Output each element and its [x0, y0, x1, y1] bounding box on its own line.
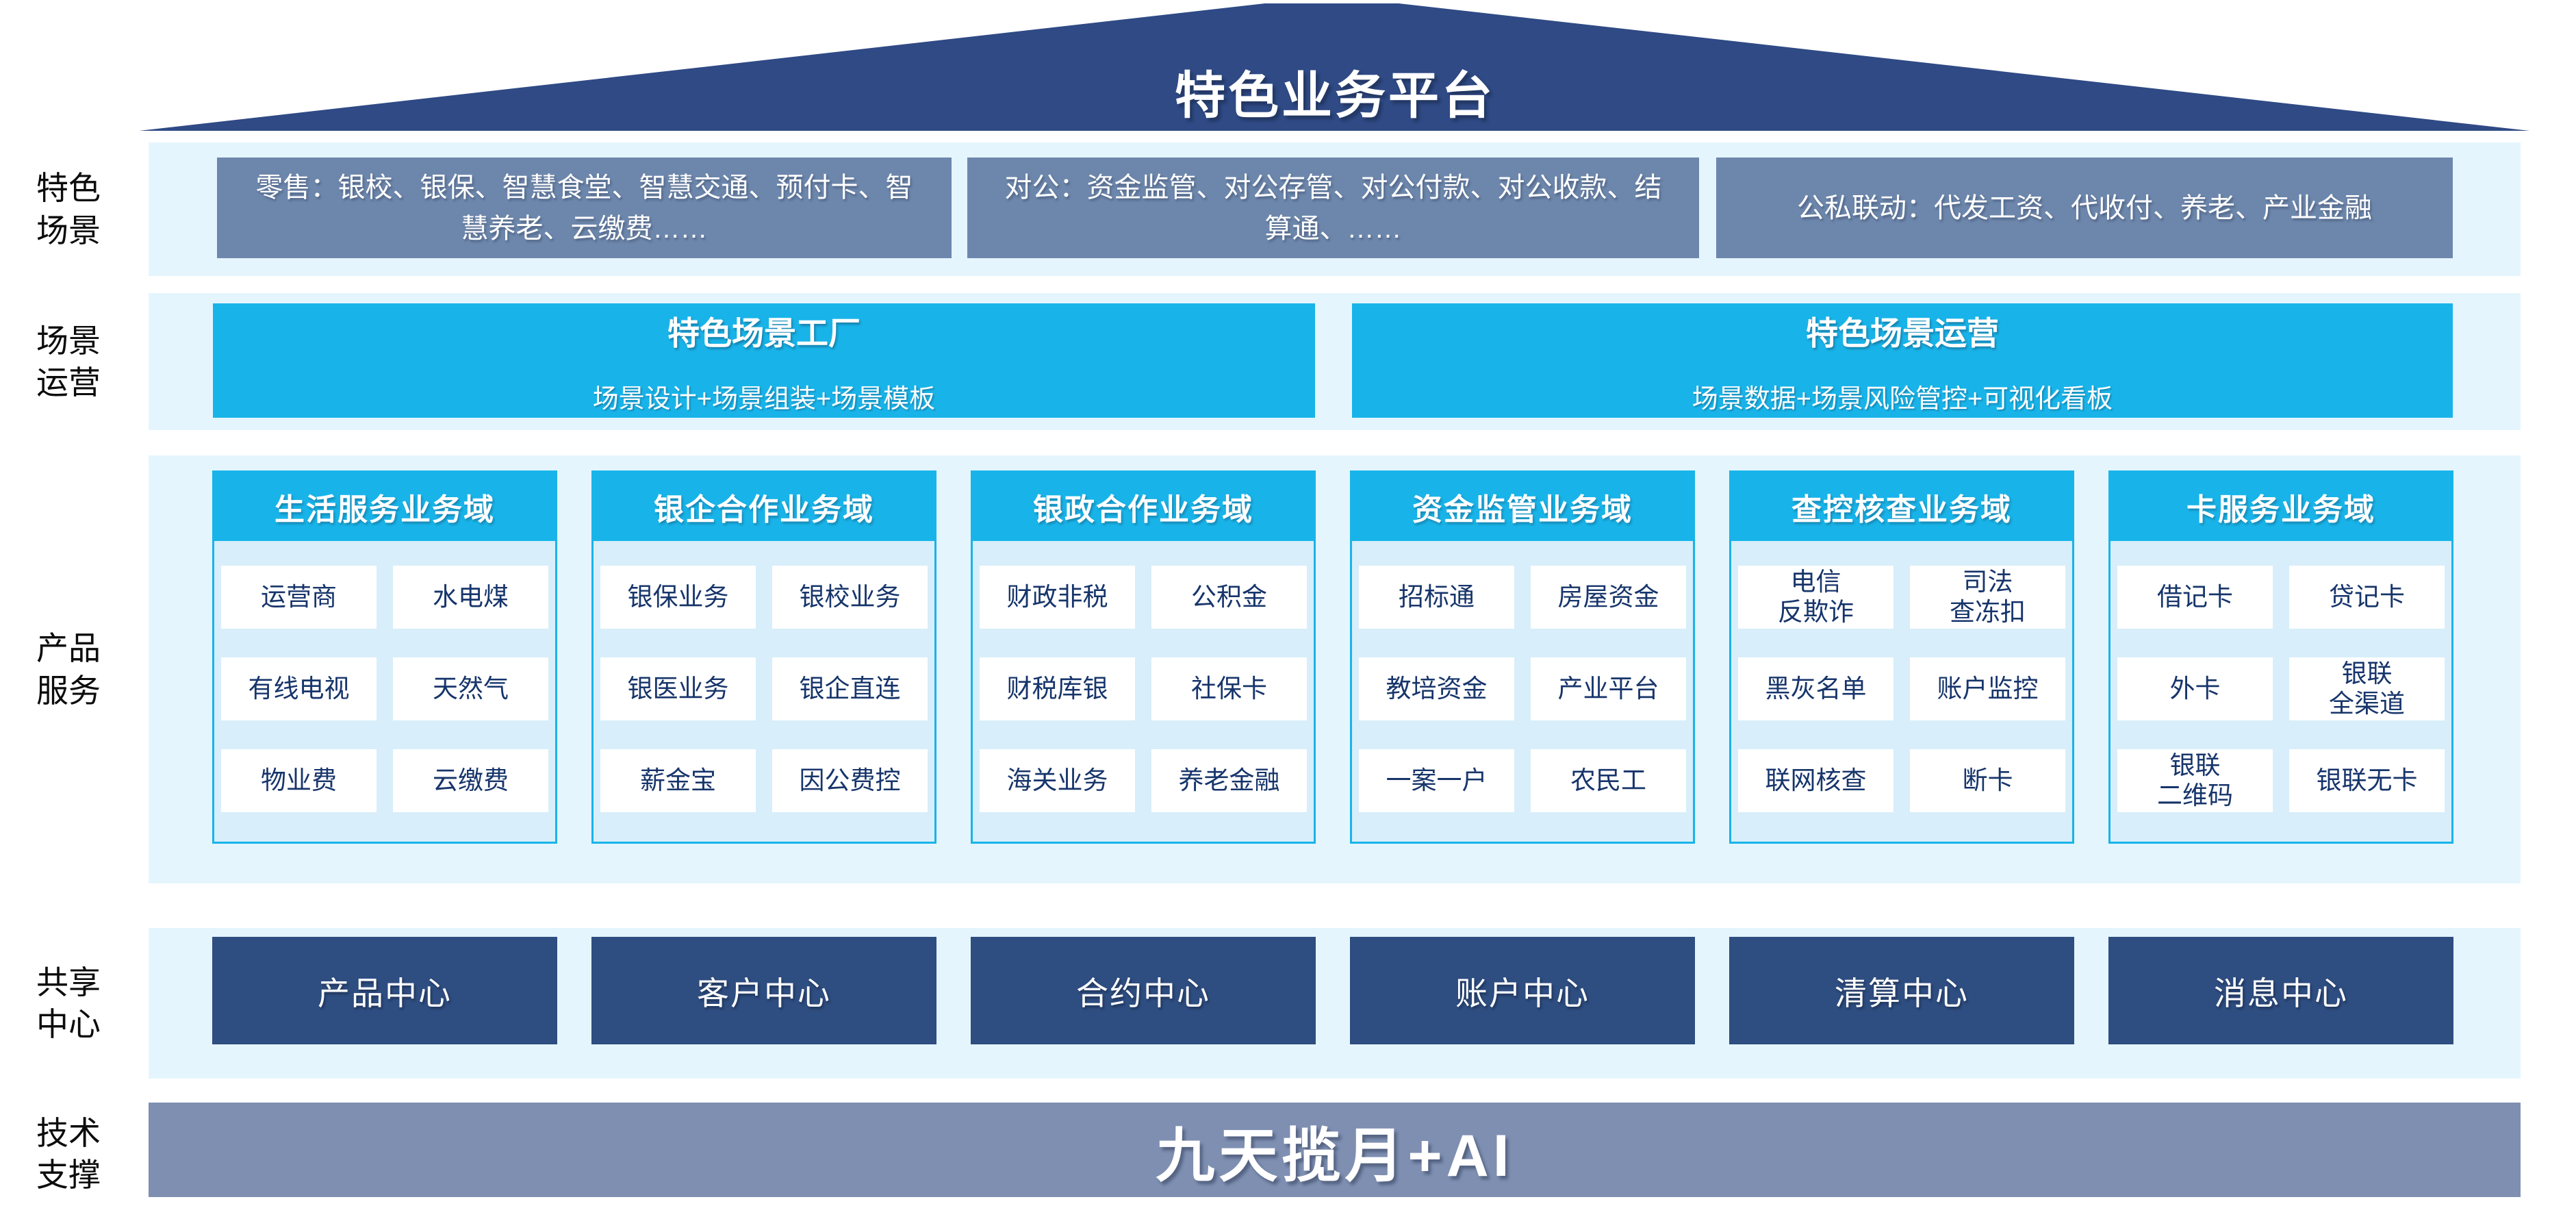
- domain-panel-life-services: 生活服务业务域 运营商 水电煤 有线电视 天然气 物业费 云缴费: [212, 470, 557, 844]
- domain-item: 一案一户: [1359, 749, 1514, 812]
- domain-item: 运营商: [221, 566, 377, 629]
- domain-item: 银校业务: [772, 566, 928, 629]
- domain-item: 招标通: [1359, 566, 1514, 629]
- domain-item: 银联 全渠道: [2289, 657, 2445, 720]
- domain-item: 司法 查冻扣: [1910, 566, 2065, 629]
- domain-item: 有线电视: [221, 657, 377, 720]
- domain-item: 因公费控: [772, 749, 928, 812]
- center-box-clearing: 清算中心: [1729, 937, 2074, 1044]
- domain-header: 银政合作业务域: [973, 473, 1314, 541]
- domain-item: 财税库银: [980, 657, 1135, 720]
- domain-item-grid: 运营商 水电煤 有线电视 天然气 物业费 云缴费: [214, 541, 555, 837]
- domain-item: 黑灰名单: [1738, 657, 1893, 720]
- band-shared: 产品中心 客户中心 合约中心 账户中心 清算中心 消息中心: [149, 928, 2521, 1079]
- scene-box-corporate: 对公：资金监管、对公存管、对公付款、对公收款、结算通、……: [967, 158, 1699, 258]
- scenario-factory-subtitle: 场景设计+场景组装+场景模板: [592, 384, 936, 414]
- domain-item: 公积金: [1151, 566, 1307, 629]
- domain-panel-inquiry-control: 查控核查业务域 电信 反欺诈 司法 查冻扣 黑灰名单 账户监控 联网核查 断卡: [1729, 470, 2074, 844]
- center-box-contract: 合约中心: [971, 937, 1316, 1044]
- row-label-scenes: 特色 场景: [36, 170, 101, 249]
- domain-item: 教培资金: [1359, 657, 1514, 720]
- domain-item: 银联无卡: [2289, 749, 2445, 812]
- domain-item: 房屋资金: [1531, 566, 1686, 629]
- domain-item: 外卡: [2117, 657, 2273, 720]
- center-box-product: 产品中心: [212, 937, 557, 1044]
- domain-item: 银保业务: [600, 566, 756, 629]
- scenario-operation-box: 特色场景运营 场景数据+场景风险管控+可视化看板: [1352, 303, 2453, 418]
- domain-item: 银联 二维码: [2117, 749, 2273, 812]
- domain-item: 产业平台: [1531, 657, 1686, 720]
- scene-box-public-private-linkage: 公私联动：代发工资、代收付、养老、产业金融: [1716, 158, 2453, 258]
- domain-header: 卡服务业务域: [2110, 473, 2451, 541]
- domain-item: 断卡: [1910, 749, 2065, 812]
- domain-item-grid: 借记卡 贷记卡 外卡 银联 全渠道 银联 二维码 银联无卡: [2110, 541, 2451, 837]
- domain-panel-fund-supervision: 资金监管业务域 招标通 房屋资金 教培资金 产业平台 一案一户 农民工: [1350, 470, 1695, 844]
- domain-item-grid: 电信 反欺诈 司法 查冻扣 黑灰名单 账户监控 联网核查 断卡: [1731, 541, 2072, 837]
- scenario-factory-box: 特色场景工厂 场景设计+场景组装+场景模板: [213, 303, 1315, 418]
- domain-item-grid: 银保业务 银校业务 银医业务 银企直连 薪金宝 因公费控: [594, 541, 934, 837]
- domain-item: 天然气: [393, 657, 548, 720]
- domain-header: 查控核查业务域: [1731, 473, 2072, 541]
- band-products: 生活服务业务域 运营商 水电煤 有线电视 天然气 物业费 云缴费 银企合作业务域…: [149, 455, 2521, 883]
- band-scenes: 零售：银校、银保、智慧食堂、智慧交通、预付卡、智慧养老、云缴费…… 对公：资金监…: [149, 142, 2521, 276]
- scenario-operation-title: 特色场景运营: [1806, 314, 1999, 351]
- scenario-operation-subtitle: 场景数据+场景风险管控+可视化看板: [1692, 384, 2113, 414]
- domain-item: 财政非税: [980, 566, 1135, 629]
- row-label-tech: 技术 支撑: [36, 1114, 101, 1193]
- row-label-products: 产品 服务: [36, 630, 101, 709]
- domain-item: 物业费: [221, 749, 377, 812]
- domain-item: 电信 反欺诈: [1738, 566, 1893, 629]
- domain-item: 薪金宝: [600, 749, 756, 812]
- domain-item: 养老金融: [1151, 749, 1307, 812]
- domain-header: 银企合作业务域: [594, 473, 934, 541]
- domain-header: 资金监管业务域: [1352, 473, 1693, 541]
- domain-item: 银企直连: [772, 657, 928, 720]
- domain-item: 联网核查: [1738, 749, 1893, 812]
- domain-panel-bank-government: 银政合作业务域 财政非税 公积金 财税库银 社保卡 海关业务 养老金融: [971, 470, 1316, 844]
- row-label-shared: 共享 中心: [36, 964, 101, 1042]
- domain-item: 农民工: [1531, 749, 1686, 812]
- center-box-customer: 客户中心: [591, 937, 936, 1044]
- domain-item: 水电煤: [393, 566, 548, 629]
- domain-item: 借记卡: [2117, 566, 2273, 629]
- domain-item: 云缴费: [393, 749, 548, 812]
- platform-title: 特色业务平台: [1175, 67, 1495, 124]
- band-operation: 特色场景工厂 场景设计+场景组装+场景模板 特色场景运营 场景数据+场景风险管控…: [149, 293, 2521, 430]
- center-box-account: 账户中心: [1350, 937, 1695, 1044]
- domain-item: 银医业务: [600, 657, 756, 720]
- domain-item: 社保卡: [1151, 657, 1307, 720]
- domain-panel-card-services: 卡服务业务域 借记卡 贷记卡 外卡 银联 全渠道 银联 二维码 银联无卡: [2108, 470, 2453, 844]
- domain-item-grid: 财政非税 公积金 财税库银 社保卡 海关业务 养老金融: [973, 541, 1314, 837]
- domain-item: 贷记卡: [2289, 566, 2445, 629]
- domain-panel-bank-enterprise: 银企合作业务域 银保业务 银校业务 银医业务 银企直连 薪金宝 因公费控: [591, 470, 936, 844]
- domain-item-grid: 招标通 房屋资金 教培资金 产业平台 一案一户 农民工: [1352, 541, 1693, 837]
- domain-item: 海关业务: [980, 749, 1135, 812]
- domain-header: 生活服务业务域: [214, 473, 555, 541]
- tech-support-bar: 九天揽月+AI: [149, 1103, 2521, 1197]
- center-box-message: 消息中心: [2108, 937, 2453, 1044]
- domain-item: 账户监控: [1910, 657, 2065, 720]
- row-label-operation: 场景 运营: [36, 322, 101, 401]
- scene-box-retail: 零售：银校、银保、智慧食堂、智慧交通、预付卡、智慧养老、云缴费……: [217, 158, 952, 258]
- scenario-factory-title: 特色场景工厂: [667, 314, 860, 351]
